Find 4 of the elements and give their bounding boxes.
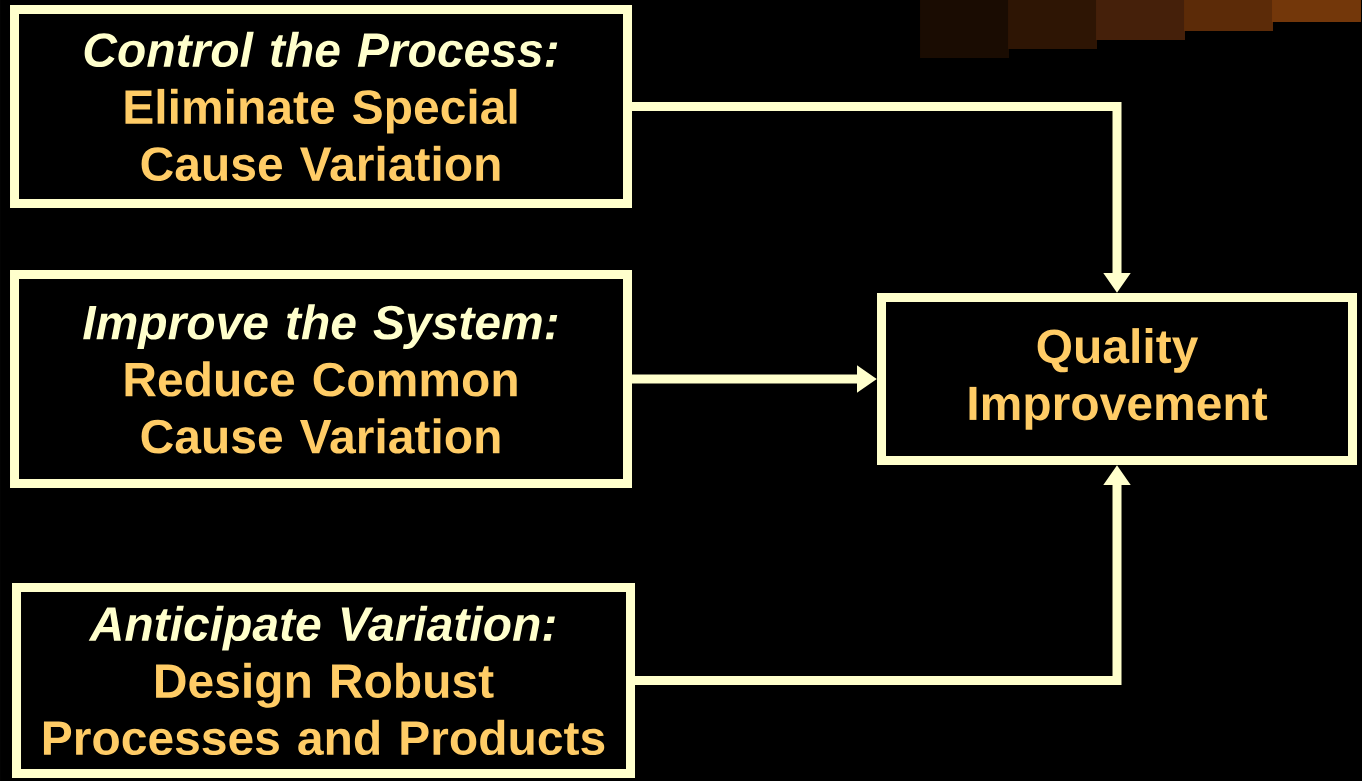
process-box: Control the Process: Eliminate Special Cause Variation (10, 5, 632, 208)
process-box: Improve the System: Reduce Common Cause Variation (10, 270, 632, 488)
process-box: Anticipate Variation: Design Robust Processes and Products (12, 583, 635, 778)
result-box: Quality Improvement (877, 293, 1357, 465)
